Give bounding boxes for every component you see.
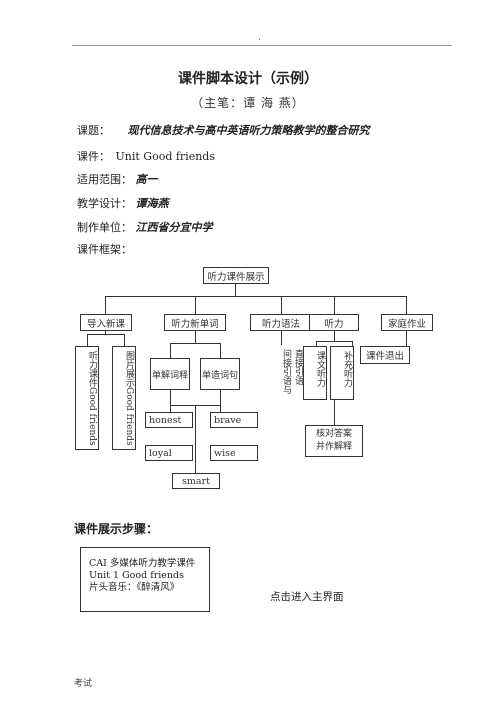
- word-brave: brave: [210, 412, 258, 428]
- connector: [220, 390, 221, 412]
- node-word-explain: 单解词释: [150, 358, 190, 390]
- node-intro-listening: 听力课件Good friends: [75, 346, 99, 450]
- connector: [87, 334, 88, 346]
- node-answer: 核对答案并作解释: [305, 425, 363, 457]
- page-title: 课件脚本设计（示例）: [178, 71, 318, 87]
- field-value: 高一: [135, 173, 158, 186]
- node-direct-speech: 直接引语: [293, 349, 303, 385]
- field-label: 教学设计：: [77, 197, 132, 210]
- connector: [195, 331, 196, 343]
- field-label: 课题：: [77, 124, 110, 137]
- node-intro-pictures: 图片展示Good friends: [112, 346, 136, 450]
- node-homework: 家庭作业: [381, 314, 433, 331]
- cai-box: CAI 多媒体听力教学课件 Unit 1 Good friends 片头音乐：《…: [80, 547, 210, 612]
- field-value: 谭海燕: [135, 197, 169, 210]
- field-topic: 课题： 现代信息技术与高中英语听力策略教学的整合研究: [77, 122, 370, 138]
- connector: [105, 331, 106, 335]
- connector: [352, 341, 353, 346]
- word-loyal: loyal: [145, 445, 193, 461]
- node-grammar-children: 直接引语 间接引语与: [256, 345, 304, 397]
- node-word-explain-label: 单解词释: [151, 370, 188, 381]
- cai-line-1: CAI 多媒体听力教学课件: [89, 558, 196, 569]
- field-unit: 制作单位： 江西省分宜中学: [77, 219, 213, 235]
- field-value: 现代信息技术与高中英语听力策略教学的整合研究: [127, 124, 370, 137]
- connector: [195, 405, 196, 473]
- field-framework: 课件框架：: [77, 241, 132, 257]
- connector: [334, 296, 335, 314]
- connector: [195, 296, 196, 314]
- connector: [406, 296, 407, 314]
- node-indirect-speech: 间接引语与: [281, 349, 291, 394]
- node-extra-listening: 补充听力: [330, 346, 354, 400]
- field-courseware: 课件： Unit Good friends: [77, 148, 215, 164]
- field-value: 江西省分宜中学: [135, 221, 213, 234]
- node-intro: 导入新课: [80, 314, 132, 331]
- footer-text: 考试: [74, 679, 93, 689]
- connector: [235, 284, 236, 296]
- word-wise: wise: [210, 445, 258, 461]
- connector: [316, 341, 317, 346]
- connector: [220, 343, 221, 358]
- cai-line-3: 片头音乐：《醉清风》: [89, 582, 180, 593]
- field-label: 课件：: [77, 150, 110, 163]
- node-text-listening: 课文听力: [303, 346, 327, 400]
- connector: [170, 343, 220, 344]
- connector: [281, 296, 282, 314]
- connector: [334, 331, 335, 341]
- node-word-sentence: 单造词句: [200, 358, 240, 390]
- steps-heading: 课件展示步骤：: [74, 522, 159, 536]
- node-grammar: 听力语法: [250, 314, 312, 331]
- enter-main-link[interactable]: 点击进入主界面: [270, 591, 344, 603]
- field-label: 课件框架：: [77, 243, 132, 256]
- node-vocab: 听力新单词: [164, 314, 226, 331]
- connector: [170, 343, 171, 358]
- node-exit: 课件退出: [360, 346, 410, 364]
- connector: [105, 296, 406, 297]
- field-design: 教学设计： 谭海燕: [77, 195, 169, 211]
- field-scope: 适用范围： 高一: [77, 171, 158, 187]
- node-word-sentence-label: 单造词句: [201, 370, 238, 381]
- connector: [281, 331, 282, 345]
- connector: [105, 296, 106, 314]
- word-smart: smart: [172, 473, 220, 489]
- connector: [170, 390, 171, 412]
- word-honest: honest: [145, 412, 193, 428]
- connector: [406, 331, 407, 346]
- cai-line-2: Unit 1 Good friends: [89, 570, 184, 581]
- node-listening: 听力: [309, 314, 359, 331]
- connector: [334, 400, 335, 425]
- diagram-root: 听力课件展示: [203, 267, 269, 284]
- header-mark: .: [258, 32, 262, 43]
- field-value: Unit Good friends: [115, 150, 216, 163]
- field-label: 制作单位：: [77, 221, 132, 234]
- page-subtitle: （主笔：谭 海 燕）: [191, 96, 305, 110]
- connector: [316, 341, 352, 342]
- connector: [124, 334, 125, 346]
- field-label: 适用范围：: [77, 173, 132, 186]
- header-rule: [72, 45, 452, 46]
